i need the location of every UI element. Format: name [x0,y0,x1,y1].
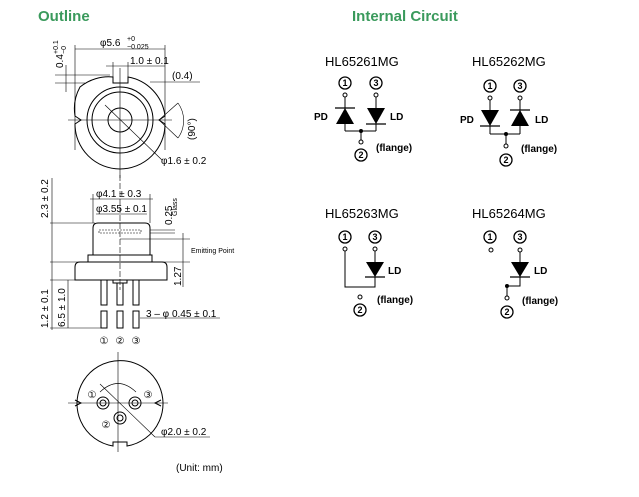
ld-diode-icon [366,262,384,277]
pin-1: 1 [487,232,492,242]
dim-cap-dia: φ4.1 ± 0.3 [96,189,142,200]
outline-title: Outline [38,8,90,25]
dim-window-dia: φ1.6 ± 0.2 [161,156,207,167]
circuit-hl65264mg: HL65264MG 1 3 2 LD (flange) [472,206,558,319]
flange-label: (flange) [521,144,557,155]
pin-3: 3 [517,232,522,242]
flange-label: (flange) [376,143,412,154]
dim-top-height-tol-plus: +0.1 [53,40,60,54]
model-name: HL65261MG [325,54,399,69]
dim-top-dia-tol-minus: −0.025 [127,44,149,51]
flange-label: (flange) [377,295,413,306]
pin-3: 3 [517,81,522,91]
outline-side-view: φ4.1 ± 0.3 φ3.55 ± 0.1 0.25 Glass Emitti… [40,175,234,347]
model-name: HL65263MG [325,206,399,221]
side-pin-3-label: ③ [132,336,141,347]
model-name: HL65262MG [472,54,546,69]
outline-bottom-view: ① ② ③ φ2.0 ± 0.2 [68,352,210,452]
flange-label: (flange) [522,296,558,307]
bottom-pin-2-label: ② [102,420,111,431]
ld-label: LD [534,266,547,277]
circuit-hl65261mg: HL65261MG 1 3 2 PD LD (flange) [314,54,412,162]
pd-diode-icon [481,110,499,126]
side-pin-1-label: ① [100,336,109,347]
side-pin-2-label: ② [116,336,125,347]
bottom-pin-1-label: ① [88,390,97,401]
dim-lead-dia: 3 – φ 0.45 ± 0.1 [146,309,217,320]
dim-flange-thk: 1.2 ± 0.1 [40,289,51,328]
dim-top-dia-tol-plus: +0 [127,36,135,43]
glass-label: Glass [172,198,179,216]
ld-label: LD [388,266,401,277]
dim-glass-thk: 0.25 [164,205,175,225]
dim-angle: (90°) [187,118,198,140]
ld-diode-icon [511,110,529,126]
ld-diode-icon [367,108,385,124]
dim-notch-offset: (0.4) [172,71,193,82]
dim-lead-len: 6.5 ± 1.0 [57,288,68,327]
outline-top-view: φ5.6 +0 −0.025 1.0 ± 0.1 (0.4) 0.4 +0.1 … [53,36,207,178]
dim-pcd: φ2.0 ± 0.2 [161,427,207,438]
pin-1: 1 [487,81,492,91]
circuit-hl65262mg: HL65262MG 1 3 2 PD LD (flange) [460,54,557,167]
dim-cap-window-dia: φ3.55 ± 0.1 [96,204,147,215]
emitting-point-label: Emitting Point [191,248,234,255]
ld-diode-icon [511,262,529,277]
pin-3: 3 [372,232,377,242]
pin-2: 2 [503,155,508,165]
dim-emit-height: 1.27 [173,266,184,286]
dim-top-height: 0.4 [55,54,66,68]
dim-top-height-side: 2.3 ± 0.2 [40,179,51,218]
pd-label: PD [460,115,474,126]
bottom-pin-3-label: ③ [144,390,153,401]
ld-label: LD [535,115,548,126]
dim-top-height-tol-minus: −0 [61,46,68,54]
unit-label: (Unit: mm) [176,463,223,474]
internal-circuit-title: Internal Circuit [352,8,458,25]
model-name: HL65264MG [472,206,546,221]
ld-label: LD [390,112,403,123]
pin-2: 2 [357,305,362,315]
pin-2: 2 [504,307,509,317]
pin-1: 1 [342,232,347,242]
pd-diode-icon [336,108,354,124]
pd-label: PD [314,112,328,123]
dim-notch-width: 1.0 ± 0.1 [130,56,169,67]
dim-top-dia: φ5.6 [100,38,121,49]
circuit-hl65263mg: HL65263MG 1 3 2 LD (flange) [325,206,413,317]
pin-2: 2 [358,150,363,160]
pin-1: 1 [342,78,347,88]
pin-3: 3 [373,78,378,88]
